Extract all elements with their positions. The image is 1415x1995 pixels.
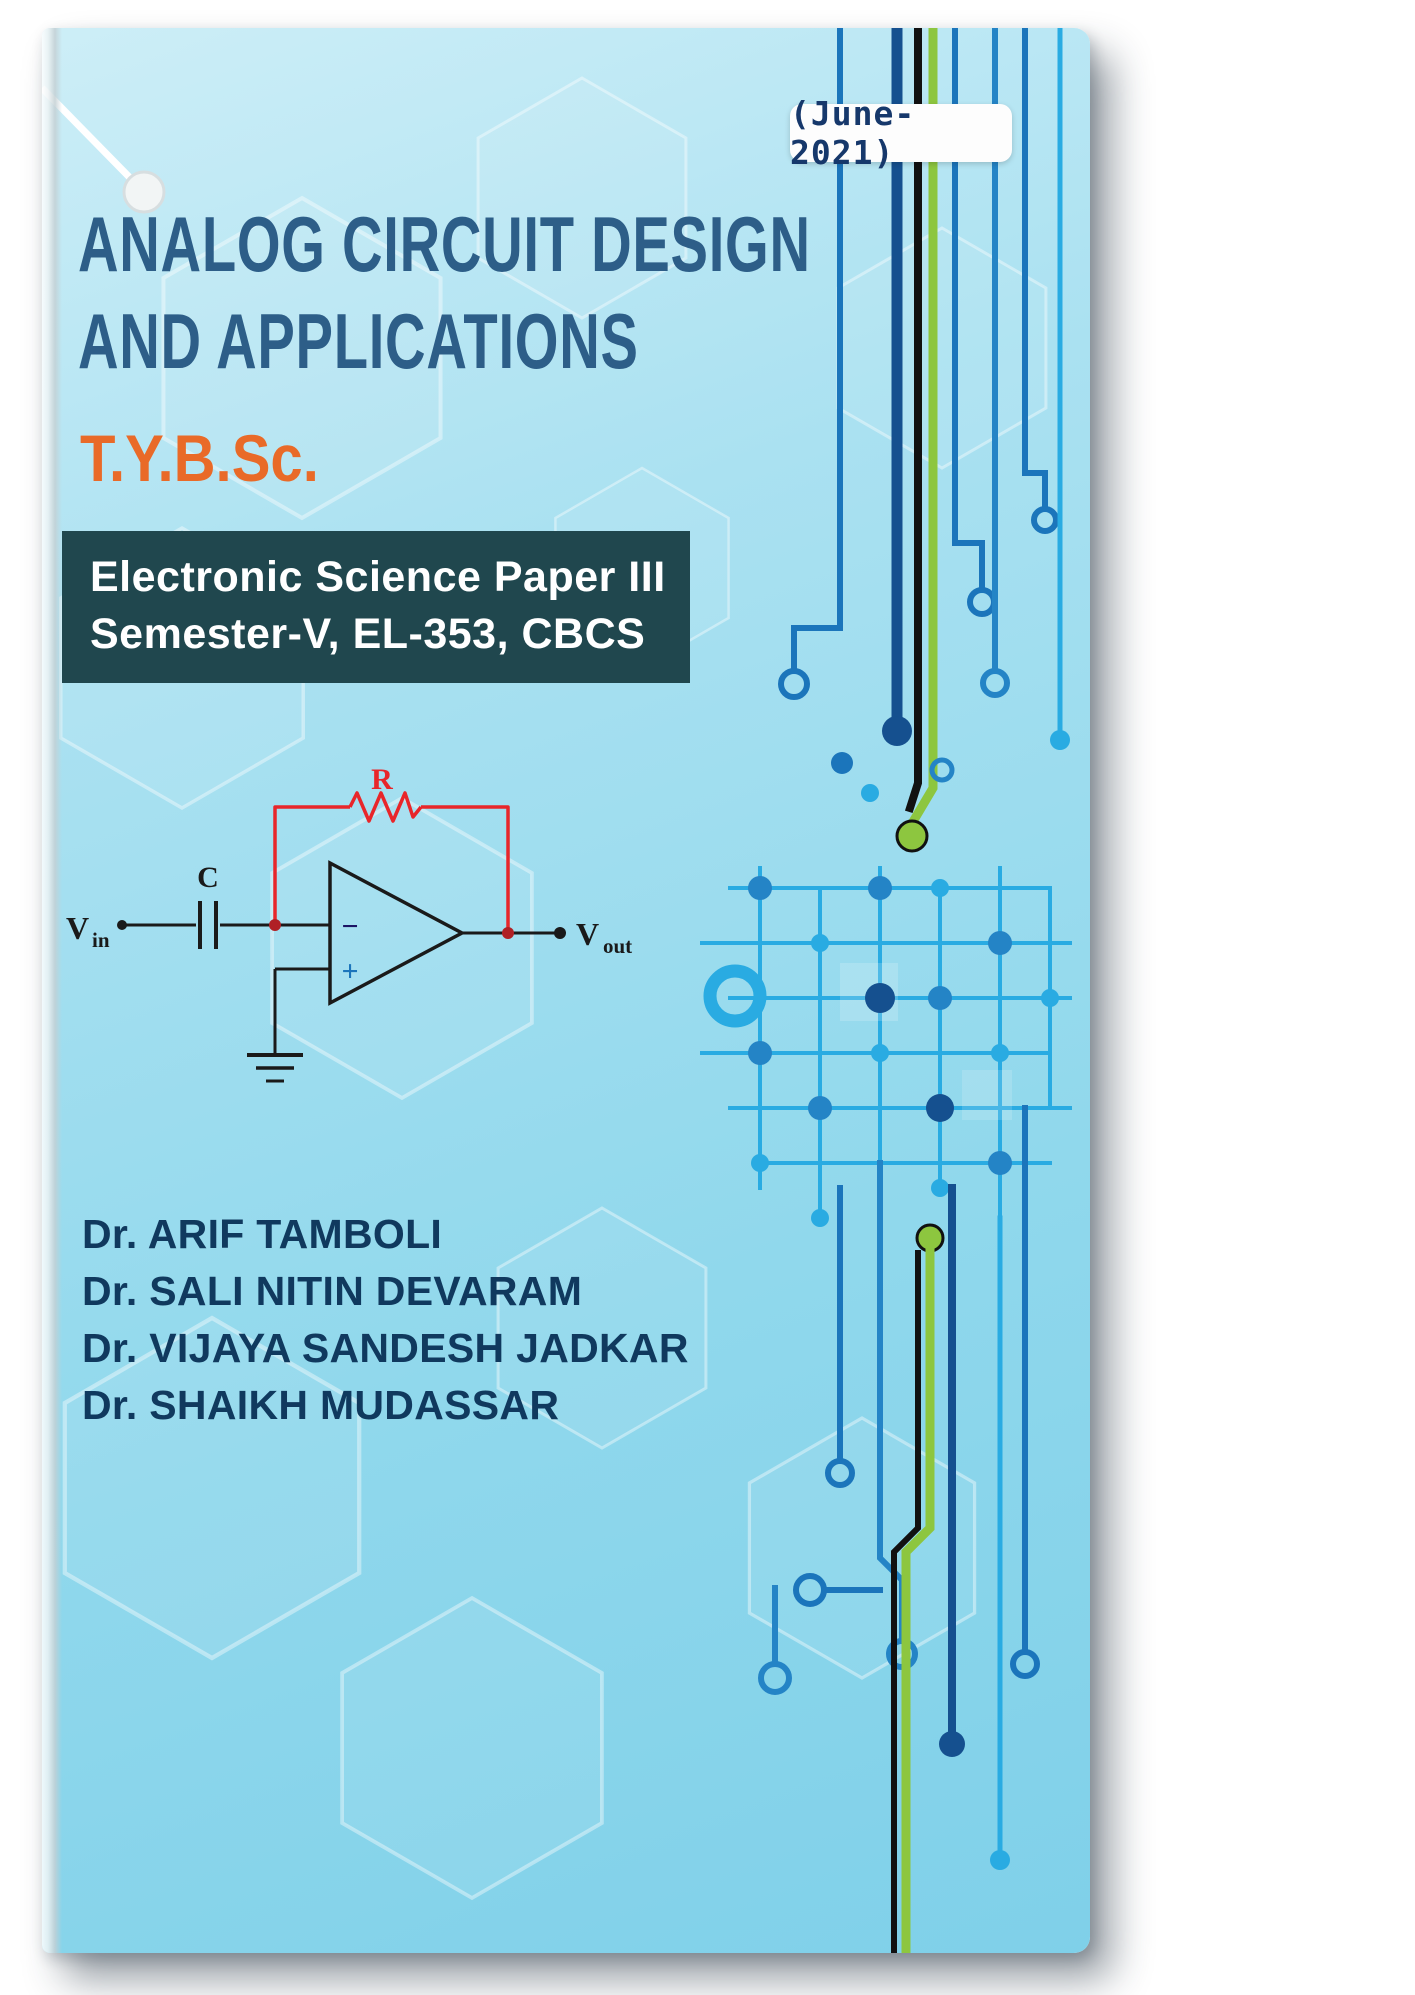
inverting-node-dot — [269, 919, 281, 931]
book-title: ANALOG CIRCUIT DESIGN AND APPLICATIONS — [78, 196, 811, 390]
vout-label: V — [576, 916, 599, 952]
vout-subscript: out — [603, 934, 632, 958]
edition-badge: (June-2021) — [790, 94, 1012, 172]
resistor-label: R — [371, 763, 393, 796]
feedback-node-dot — [502, 927, 514, 939]
banner-line1: Electronic Science Paper III — [90, 553, 666, 601]
noninverting-input-sign: + — [341, 955, 358, 988]
capacitor-label: C — [197, 861, 219, 894]
book-spine-edge — [42, 28, 62, 1953]
vin-label: V — [66, 910, 89, 946]
opamp-schematic: R C V in V out − + — [60, 755, 680, 1125]
authors-list: Dr. ARIF TAMBOLI Dr. SALI NITIN DEVARAM … — [82, 1206, 689, 1434]
book-title-line2: AND APPLICATIONS — [78, 297, 639, 385]
vin-subscript: in — [92, 928, 110, 952]
book-cover: (June-2021) ANALOG CIRCUIT DESIGN AND AP… — [42, 28, 1090, 1953]
author-name: Dr. SALI NITIN DEVARAM — [82, 1268, 583, 1314]
edition-badge-text: (June-2021) — [790, 94, 916, 172]
book-title-line1: ANALOG CIRCUIT DESIGN — [78, 200, 811, 288]
input-node-dot — [117, 920, 127, 930]
banner-line2: Semester-V, EL-353, CBCS — [90, 610, 646, 658]
author-name: Dr. VIJAYA SANDESH JADKAR — [82, 1325, 689, 1371]
author-name: Dr. ARIF TAMBOLI — [82, 1211, 443, 1257]
degree-label: T.Y.B.Sc. — [80, 421, 319, 495]
course-banner: Electronic Science Paper III Semester-V,… — [62, 531, 690, 683]
author-name: Dr. SHAIKH MUDASSAR — [82, 1382, 560, 1428]
inverting-input-sign: − — [341, 910, 358, 943]
output-node-dot — [554, 927, 566, 939]
opamp-schematic-drawing: R C V in V out − + — [66, 763, 632, 1083]
